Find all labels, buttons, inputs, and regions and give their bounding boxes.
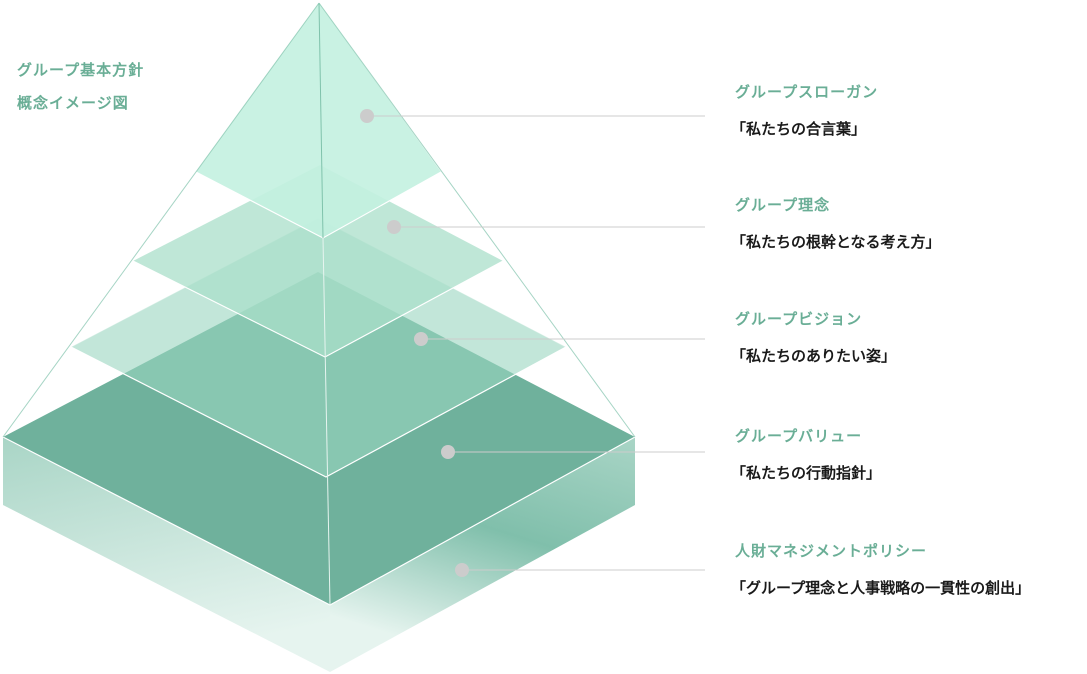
- level-label-hr-policy: 人財マネジメントポリシー 「グループ理念と人事戦略の一貫性の創出」: [731, 540, 1030, 598]
- layer-slogan: [196, 3, 441, 238]
- pyramid-edges: [2, 2, 636, 606]
- level-title: グループスローガン: [735, 83, 879, 101]
- marker-dot: [387, 220, 401, 234]
- layer-philosophy: [133, 165, 503, 357]
- level-label-slogan: グループスローガン 「私たちの合言葉」: [731, 81, 879, 139]
- level-title: 人財マネジメントポリシー: [735, 542, 928, 560]
- base-left-side: [3, 437, 330, 672]
- marker-dot: [455, 563, 469, 577]
- marker-dot: [441, 445, 455, 459]
- level-subtitle: 「私たちの行動指針」: [731, 464, 882, 482]
- level-title: グループビジョン: [735, 310, 863, 328]
- level-subtitle: 「グループ理念と人事戦略の一貫性の創出」: [731, 579, 1031, 597]
- diagram-subtitle: 概念イメージ図: [17, 94, 129, 112]
- level-title: グループバリュー: [735, 427, 863, 445]
- base-right-side: [330, 437, 635, 672]
- marker-dot: [414, 332, 428, 346]
- marker-dot: [360, 109, 374, 123]
- level-label-vision: グループビジョン 「私たちのありたい姿」: [731, 308, 896, 366]
- markers: [360, 109, 705, 577]
- level-label-philosophy: グループ理念 「私たちの根幹となる考え方」: [731, 194, 941, 252]
- level-subtitle: 「私たちのありたい姿」: [731, 347, 897, 365]
- level-label-value: グループバリュー 「私たちの行動指針」: [731, 425, 881, 483]
- diagram-title: グループ基本方針: [17, 61, 145, 79]
- level-subtitle: 「私たちの根幹となる考え方」: [731, 233, 941, 251]
- level-title: グループ理念: [735, 196, 831, 214]
- level-subtitle: 「私たちの合言葉」: [731, 120, 867, 138]
